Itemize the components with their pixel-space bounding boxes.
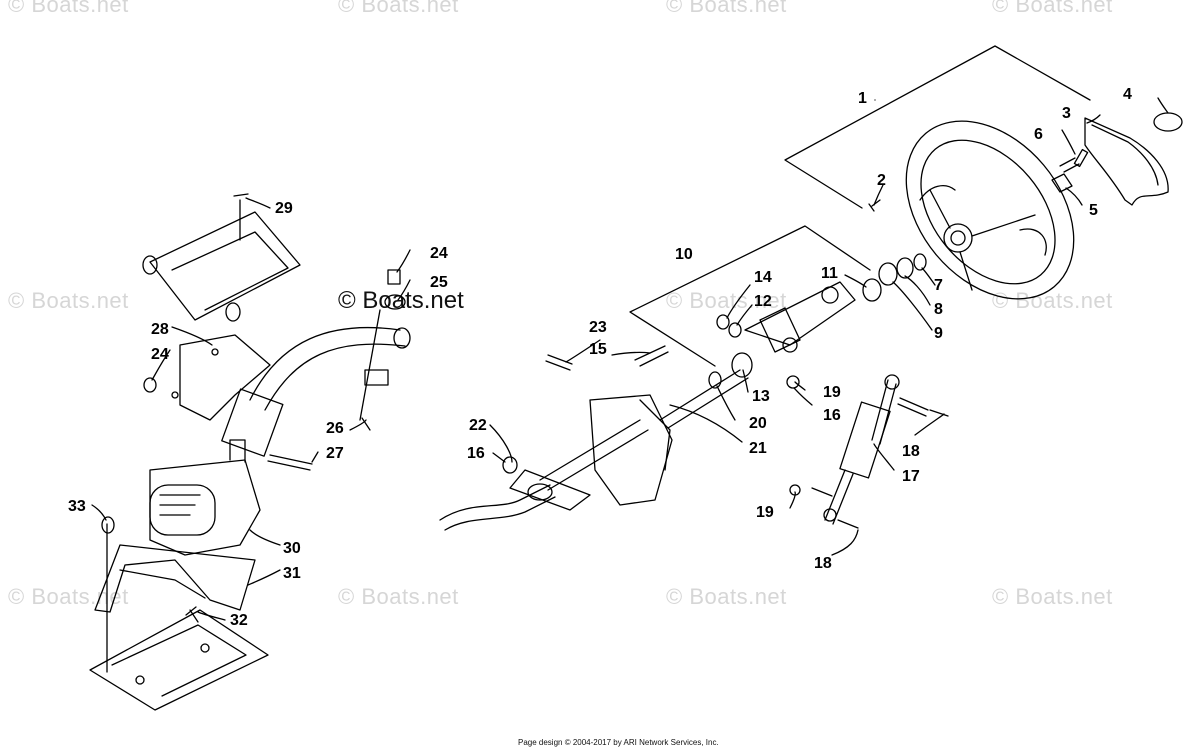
washer-drawing	[878, 262, 898, 286]
callout-3: 3	[1062, 105, 1071, 122]
callout-labels: 1 2 3 4 5 6 7 8 9 10 11 12 13 14 15 16 1…	[68, 86, 1132, 629]
callout-28: 28	[151, 321, 169, 338]
watermark: © Boats.net	[338, 0, 459, 17]
callout-25: 25	[430, 274, 448, 291]
callout-17: 17	[902, 468, 920, 485]
callout-2: 2	[877, 172, 886, 189]
callout-9: 9	[934, 325, 943, 342]
watermark: © Boats.net	[338, 584, 459, 609]
callout-4: 4	[1123, 86, 1132, 103]
steering-column-drawing	[439, 225, 871, 531]
callout-33: 33	[68, 498, 86, 515]
watermark: © Boats.net	[666, 584, 787, 609]
shock-absorber-drawing	[789, 374, 949, 529]
frame-drawing	[89, 193, 411, 711]
nut-screw-drawing	[1051, 148, 1089, 193]
callout-11: 11	[821, 265, 838, 282]
watermark: © Boats.net	[992, 584, 1113, 609]
screw-drawing	[868, 199, 881, 212]
callout-18: 18	[902, 443, 920, 460]
horn-cover-drawing	[1084, 112, 1183, 206]
watermark: © Boats.net	[8, 0, 129, 17]
callout-15: 15	[589, 341, 607, 358]
callout-20: 20	[749, 415, 767, 432]
callout-7: 7	[934, 277, 943, 294]
washer-drawing	[896, 257, 914, 279]
leader-lines	[91, 97, 1169, 621]
center-watermark: © Boats.net	[338, 287, 464, 314]
callout-29: 29	[275, 200, 293, 217]
callout-22: 22	[469, 417, 487, 434]
callout-1: 1	[858, 90, 867, 107]
callout-6: 6	[1034, 126, 1043, 143]
callout-16: 16	[823, 407, 841, 424]
callout-27: 27	[326, 445, 344, 462]
callout-14: 14	[754, 269, 772, 286]
callout-8: 8	[934, 301, 943, 318]
callout-31: 31	[283, 565, 301, 582]
callout-5: 5	[1089, 202, 1098, 219]
watermark: © Boats.net	[992, 288, 1113, 313]
callout-23: 23	[589, 319, 607, 336]
watermark: © Boats.net	[666, 0, 787, 17]
washer-drawing	[913, 253, 927, 271]
watermark: © Boats.net	[8, 584, 129, 609]
callout-12: 12	[754, 293, 772, 310]
watermark: © Boats.net	[992, 0, 1113, 17]
callout-13: 13	[752, 388, 770, 405]
steering-wheel-drawing	[784, 45, 1091, 300]
callout-21: 21	[749, 440, 767, 457]
callout-18b: 18	[814, 555, 832, 572]
watermark: © Boats.net	[666, 288, 787, 313]
bushing-drawing	[862, 278, 882, 302]
callout-16b: 16	[467, 445, 485, 462]
callout-19: 19	[823, 384, 841, 401]
page-footer: Page design © 2004-2017 by ARI Network S…	[518, 738, 719, 747]
callout-24: 24	[430, 245, 448, 262]
callout-10: 10	[675, 246, 693, 263]
callout-24b: 24	[151, 346, 169, 363]
watermark: © Boats.net	[8, 288, 129, 313]
callout-26: 26	[326, 420, 344, 437]
callout-32: 32	[230, 612, 248, 629]
callout-19b: 19	[756, 504, 774, 521]
callout-30: 30	[283, 540, 301, 557]
